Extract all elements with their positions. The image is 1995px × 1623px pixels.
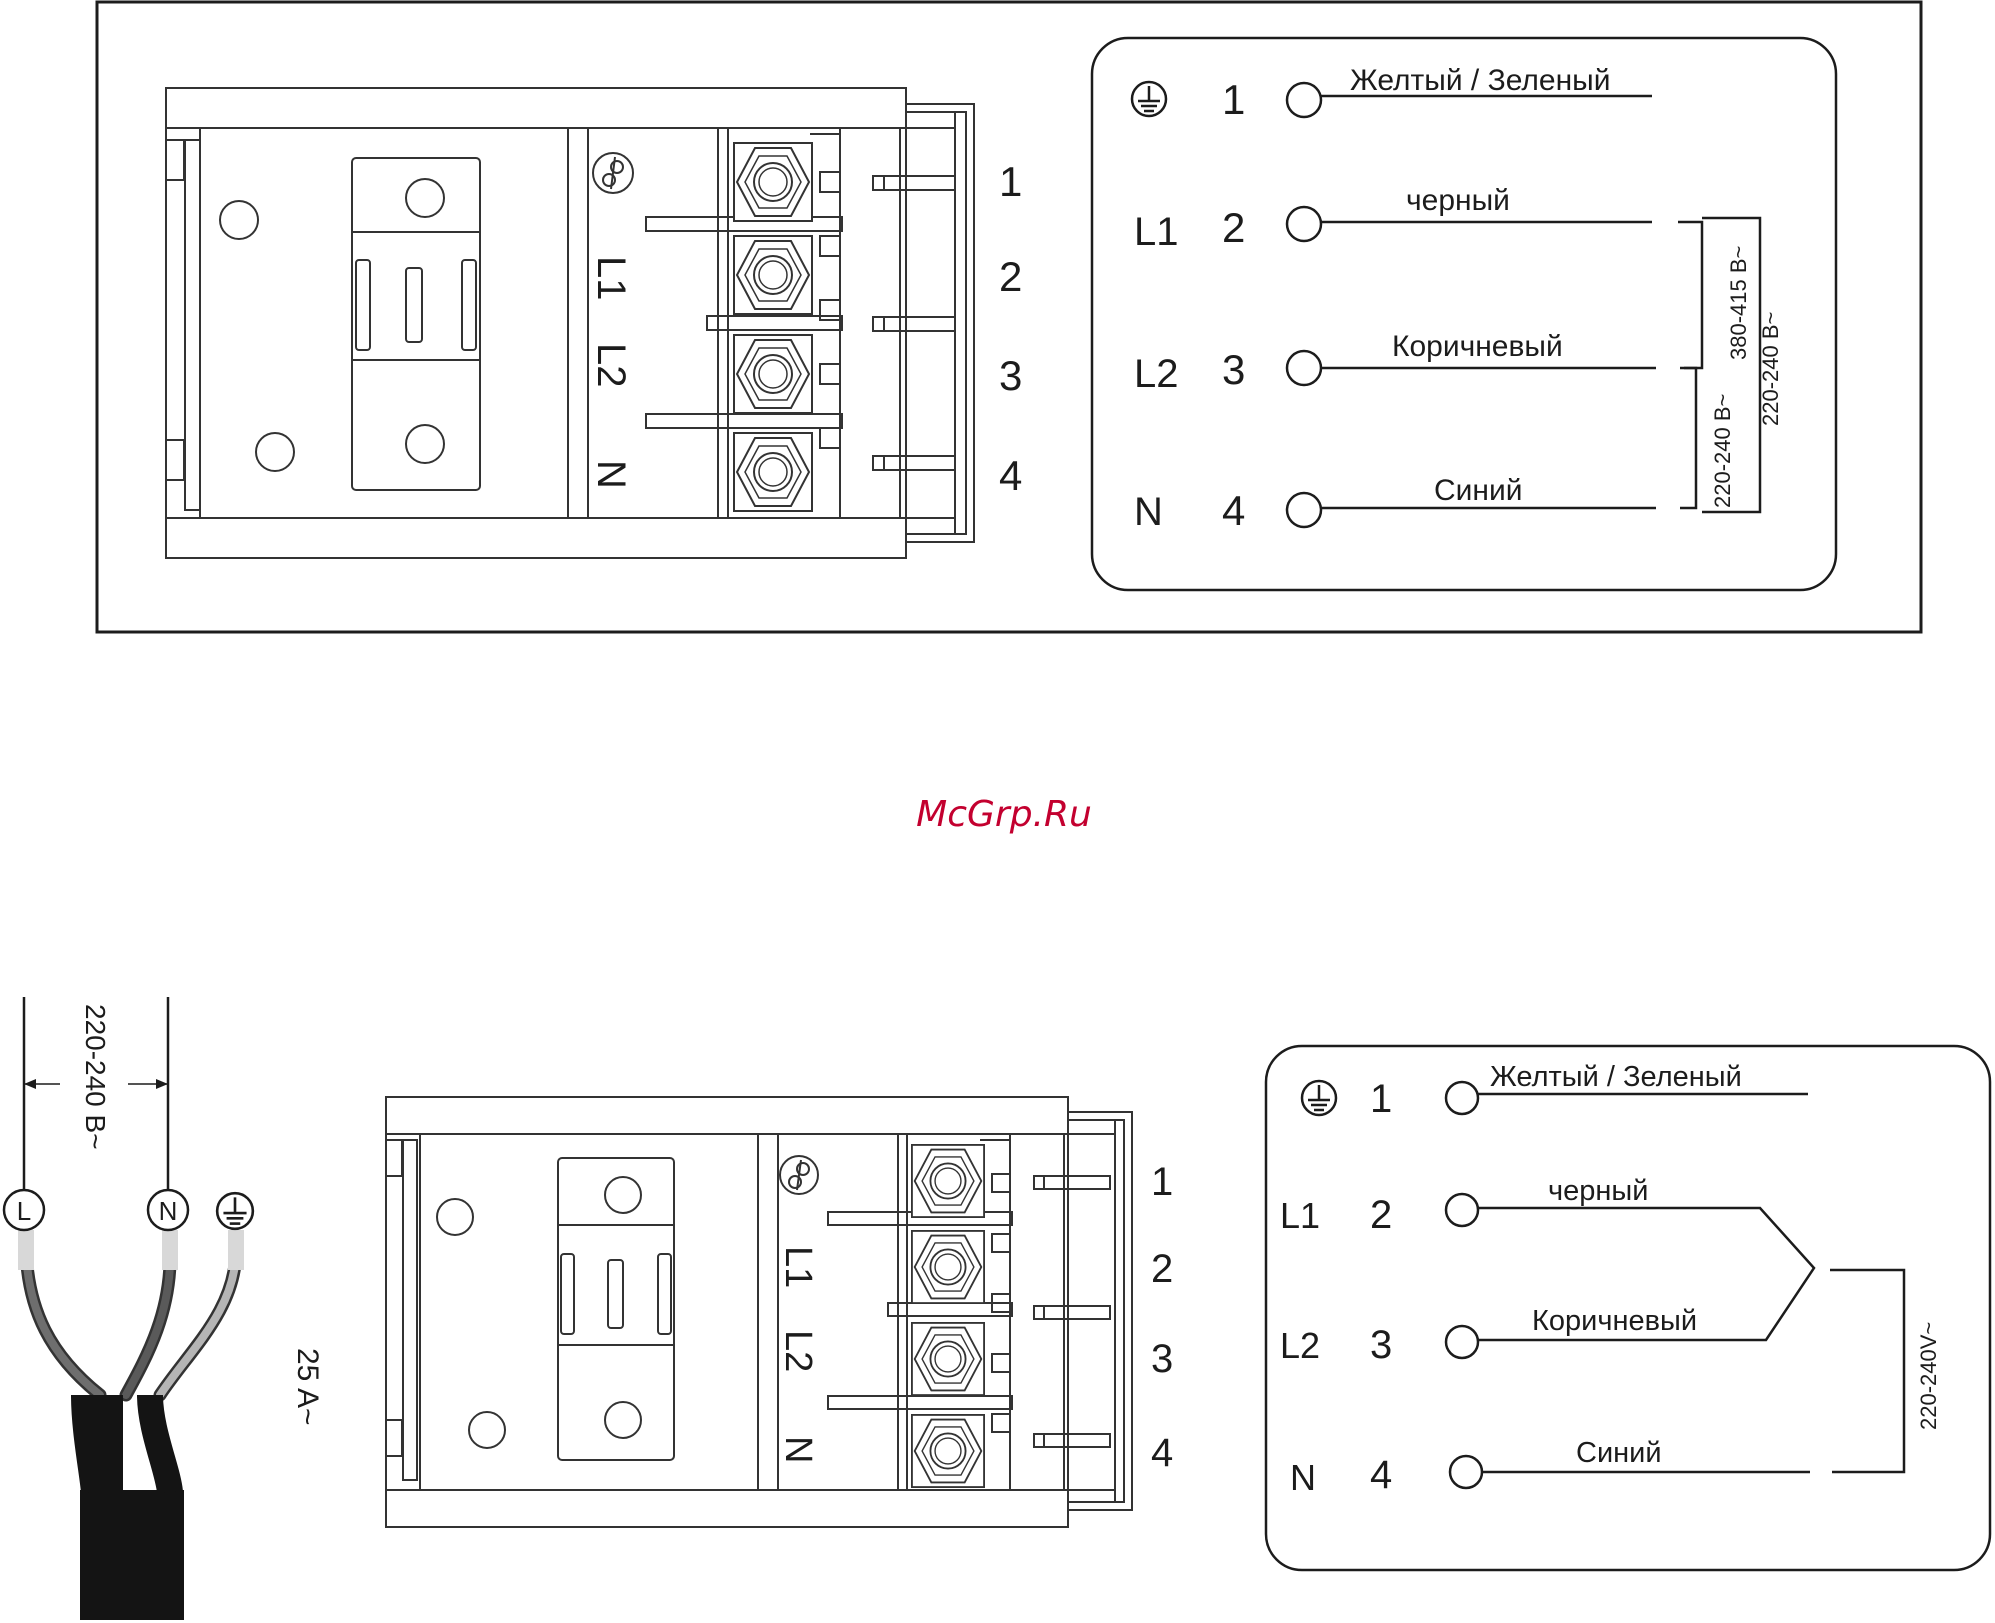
bottom-block-label-l1: L1	[777, 1246, 819, 1288]
top-nut-1	[734, 143, 812, 221]
top-legend-number-3: 3	[1222, 346, 1245, 393]
bottom-legend-number-1: 1	[1370, 1077, 1392, 1121]
top-diagram: L1 L2 N 1 2 3 4 L	[97, 2, 1921, 632]
top-terminal-number-2: 2	[999, 253, 1022, 300]
top-legend-wire-4: Синий	[1434, 474, 1523, 507]
top-terminal-number-3: 3	[999, 352, 1022, 399]
bottom-terminal-number-4: 4	[1151, 1431, 1173, 1475]
top-legend-terminal-4	[1287, 493, 1321, 527]
top-terminal-number-1: 1	[999, 158, 1022, 205]
top-nut-2	[734, 236, 812, 314]
top-legend-number-4: 4	[1222, 487, 1245, 534]
bottom-legend: L1 L2 N 1 2 3 4 Желтый / Зеленый черный …	[1266, 1046, 1990, 1570]
top-legend-voltage-l1l2: 380-415 В~	[1726, 246, 1751, 360]
bottom-terminal-number-3: 3	[1151, 1337, 1173, 1381]
bottom-block-label-n: N	[777, 1436, 819, 1463]
top-legend-terminal-1	[1287, 83, 1321, 117]
bottom-diagram: L N 220-240 В~ 25 A~	[4, 997, 1990, 1620]
top-legend-wire-3: Коричневый	[1392, 330, 1563, 363]
top-legend-phase-l1: L1	[1134, 210, 1179, 254]
bottom-nut-1	[912, 1145, 984, 1217]
top-legend-phase-l2: L2	[1134, 352, 1179, 396]
top-legend-terminal-3	[1287, 351, 1321, 385]
ground-icon	[1132, 82, 1166, 116]
bottom-nut-4	[912, 1415, 984, 1487]
top-terminal-number-4: 4	[999, 452, 1022, 499]
bottom-legend-wire-3: Коричневый	[1532, 1305, 1697, 1337]
bottom-legend-wire-4: Синий	[1576, 1437, 1662, 1469]
bottom-legend-terminal-4	[1450, 1456, 1482, 1488]
bottom-legend-number-3: 3	[1370, 1323, 1392, 1367]
top-nut-3	[734, 335, 812, 413]
bottom-legend-terminal-1	[1446, 1082, 1478, 1114]
top-legend-number-1: 1	[1222, 76, 1245, 123]
top-legend-wire-1: Желтый / Зеленый	[1350, 64, 1610, 97]
bottom-legend-terminal-2	[1446, 1194, 1478, 1226]
watermark: McGrp.Ru	[916, 794, 1092, 835]
top-nut-4	[734, 433, 812, 511]
bottom-block-label-l2: L2	[777, 1330, 819, 1372]
bottom-legend-number-2: 2	[1370, 1193, 1392, 1237]
top-legend-wire-2: черный	[1406, 184, 1510, 217]
bottom-legend-phase-n: N	[1290, 1457, 1316, 1498]
bottom-legend-wire-2: черный	[1548, 1175, 1648, 1207]
top-legend-voltage-l2n: 220-240 В~	[1710, 394, 1735, 508]
bottom-terminal-number-1: 1	[1151, 1160, 1173, 1204]
bottom-nut-3	[912, 1323, 984, 1395]
bottom-legend-terminal-3	[1446, 1326, 1478, 1358]
cable-label-l: L	[17, 1196, 31, 1226]
bottom-legend-number-4: 4	[1370, 1453, 1392, 1497]
bottom-legend-wire-1: Желтый / Зеленый	[1490, 1061, 1742, 1093]
top-block-label-n: N	[589, 460, 633, 489]
ground-icon	[1302, 1081, 1336, 1115]
bottom-nut-2	[912, 1231, 984, 1303]
top-block-label-l2: L2	[589, 343, 633, 388]
bottom-terminal-block	[386, 1097, 1132, 1527]
cable-current: 25 A~	[291, 1348, 324, 1426]
bottom-legend-phase-l1: L1	[1280, 1195, 1320, 1236]
cable-voltage: 220-240 В~	[80, 1004, 111, 1150]
bottom-terminal-number-2: 2	[1151, 1247, 1173, 1291]
top-legend: L1 L2 N 1 2 3 4 Желтый / Зеленый черный …	[1092, 38, 1836, 590]
top-block-label-l1: L1	[589, 256, 633, 301]
top-legend-voltage-l1n: 220-240 В~	[1758, 312, 1783, 426]
top-legend-number-2: 2	[1222, 204, 1245, 251]
top-legend-terminal-2	[1287, 207, 1321, 241]
bottom-legend-voltage: 220-240V~	[1916, 1322, 1941, 1430]
bottom-legend-phase-l2: L2	[1280, 1325, 1320, 1366]
cable: L N 220-240 В~ 25 A~	[4, 997, 324, 1620]
cable-ground-icon	[217, 1193, 253, 1229]
cable-label-n: N	[159, 1196, 178, 1226]
top-legend-phase-n: N	[1134, 490, 1163, 534]
